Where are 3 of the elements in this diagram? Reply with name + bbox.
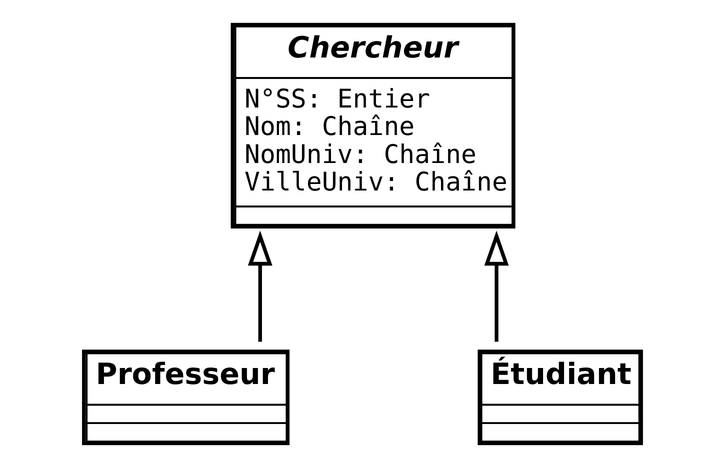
arrow <box>247 230 272 342</box>
node-box: Étudiant <box>477 350 642 446</box>
arrow <box>484 230 508 342</box>
